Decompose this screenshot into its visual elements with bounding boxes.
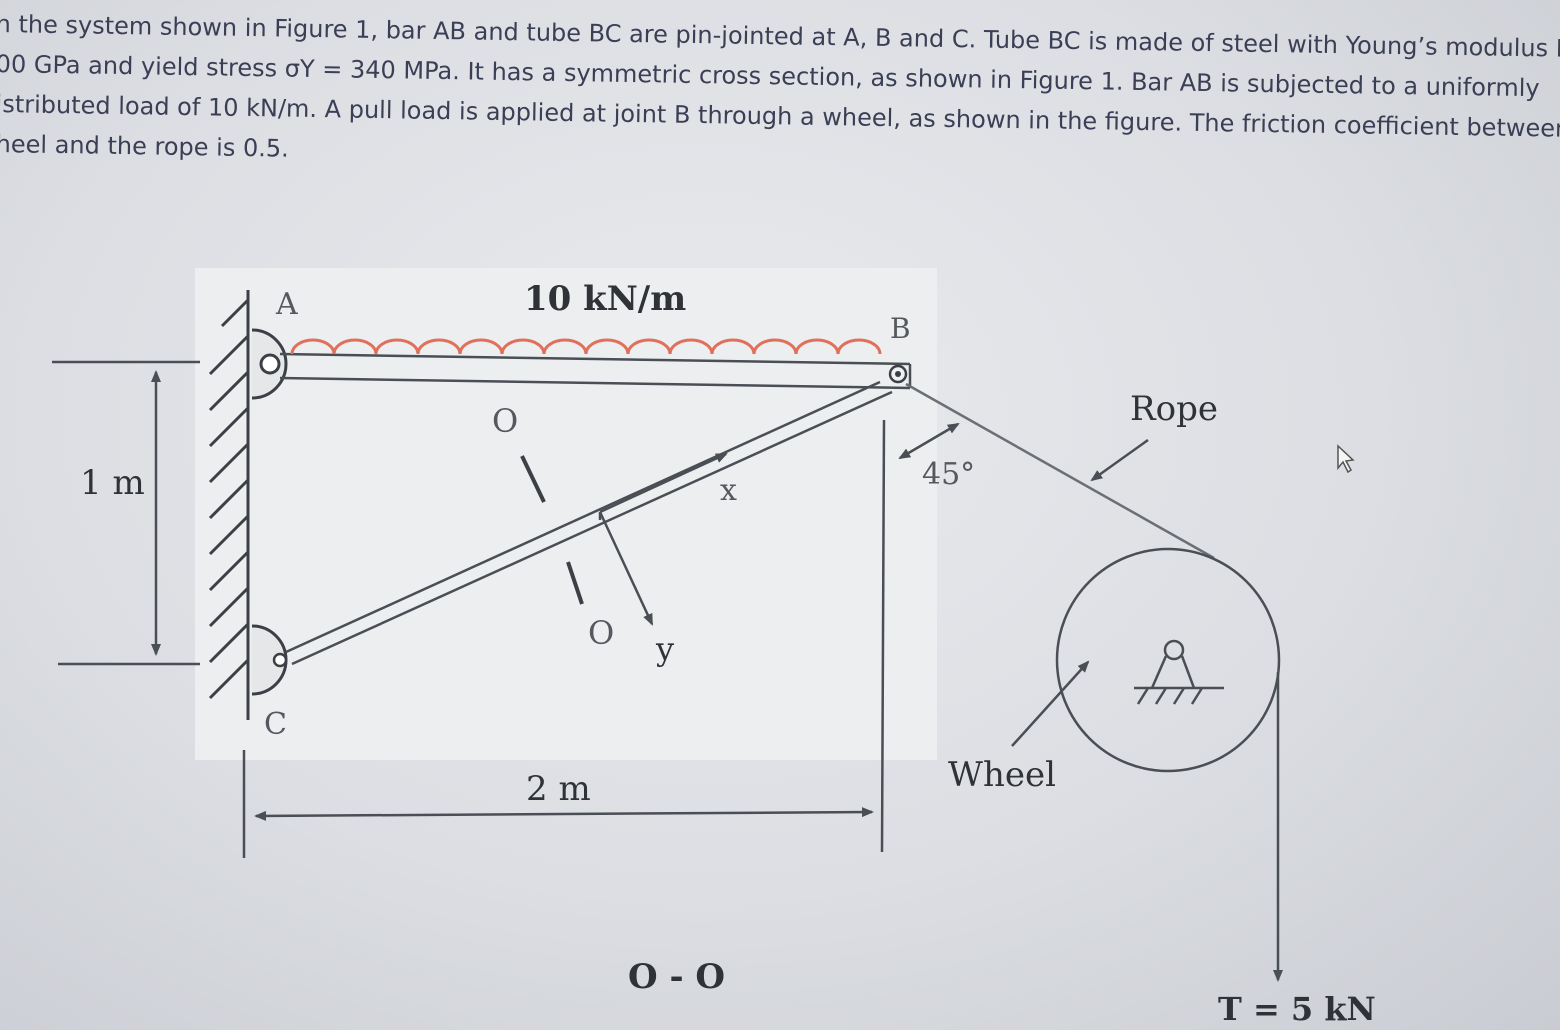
local-axes [598, 452, 728, 626]
distributed-load [290, 338, 882, 355]
section-cut-marks [520, 455, 584, 605]
section-caption: O - O [628, 957, 725, 997]
axis-y-label: y [655, 630, 674, 668]
rope-pointer-arrow [1090, 438, 1149, 482]
axis-x-label: x [720, 473, 737, 508]
pin-b [888, 364, 908, 384]
label-c: C [264, 707, 287, 742]
dimension-length [242, 419, 886, 858]
wall-support [208, 290, 250, 720]
tube-bc [285, 380, 893, 666]
label-b: B [890, 312, 911, 345]
pin-a [251, 328, 288, 400]
section-mark-top: O [492, 402, 518, 440]
wheel-label: Wheel [948, 755, 1056, 795]
pin-c [251, 624, 288, 696]
tension-label: T = 5 kN [1218, 990, 1376, 1028]
load-label: 10 kN/m [524, 279, 686, 319]
rope [905, 382, 1283, 982]
section-mark-bottom: O [588, 614, 614, 652]
rope-label: Rope [1130, 389, 1218, 429]
label-a: A [275, 287, 298, 322]
angle-indicator [898, 422, 960, 460]
wheel [1055, 547, 1281, 773]
bar-ab [279, 352, 912, 390]
dimension-height [52, 360, 200, 666]
wheel-pin-support-icon [1134, 639, 1224, 705]
length-label: 2 m [526, 769, 591, 809]
height-label: 1 m [80, 463, 145, 503]
mouse-cursor-icon [1337, 444, 1355, 474]
figure-panel [195, 268, 937, 760]
angle-label: 45° [922, 457, 975, 492]
wheel-pointer-arrow [1011, 660, 1090, 747]
